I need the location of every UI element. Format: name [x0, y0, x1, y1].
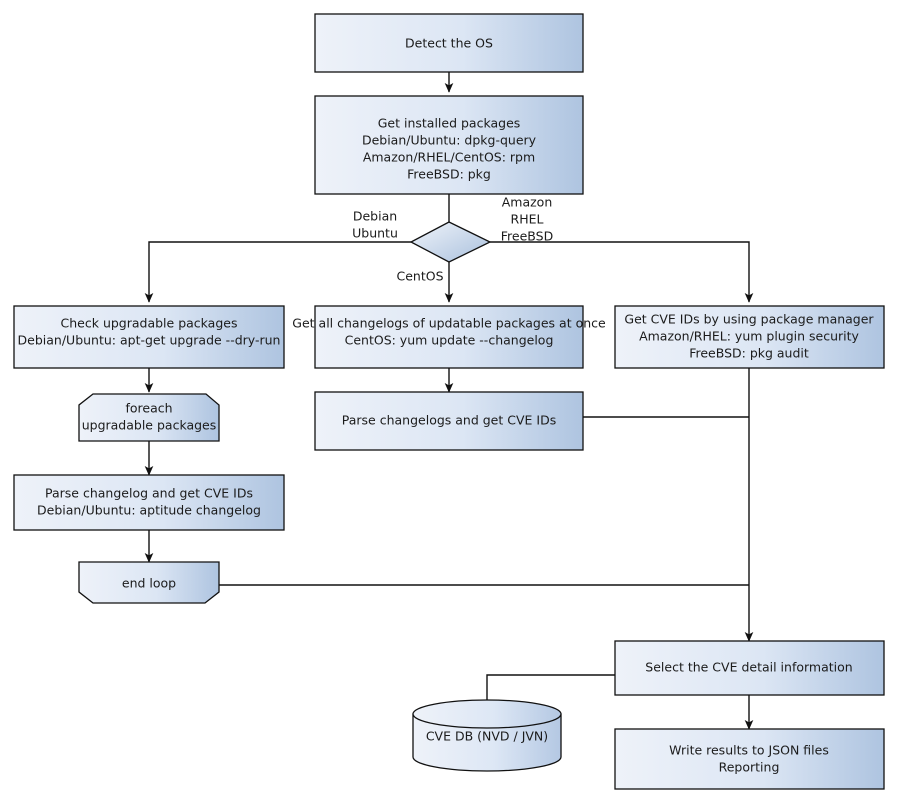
node-os-decision[interactable] [409, 221, 492, 263]
node-write-results-line2: Reporting [719, 760, 780, 775]
node-get-cve-ids-line3: FreeBSD: pkg audit [689, 346, 809, 361]
node-write-results[interactable]: Write results to JSON files Reporting [614, 728, 885, 790]
node-get-installed-packages[interactable]: Get installed packages Debian/Ubuntu: dp… [314, 95, 584, 195]
node-parse-changelog-debian-line1: Parse changelog and get CVE IDs [45, 486, 253, 501]
node-foreach-loop-start[interactable]: foreach upgradable packages [78, 393, 220, 442]
connector-decision-to-check-upgradable [144, 241, 411, 303]
edge-label-centos-text: CentOS [396, 269, 443, 284]
edge-label-debian-ubuntu: Debian Ubuntu [352, 209, 398, 241]
node-get-all-changelogs[interactable]: Get all changelogs of updatable packages… [292, 305, 606, 369]
node-foreach-line2: upgradable packages [82, 418, 217, 433]
node-cve-database-label: CVE DB (NVD / JVN) [426, 729, 548, 744]
node-get-cve-ids-line1: Get CVE IDs by using package manager [624, 312, 874, 327]
node-get-all-changelogs-line1: Get all changelogs of updatable packages… [292, 316, 606, 331]
edge-label-amazon-line2: RHEL [511, 212, 544, 227]
node-get-installed-packages-line3: Amazon/RHEL/CentOS: rpm [363, 150, 535, 165]
node-get-all-changelogs-line2: CentOS: yum update --changelog [345, 333, 554, 348]
edge-label-amazon-line1: Amazon [502, 195, 553, 210]
node-parse-changelogs-centos[interactable]: Parse changelogs and get CVE IDs [314, 391, 584, 451]
node-get-installed-packages-line2: Debian/Ubuntu: dpkg-query [362, 133, 537, 148]
node-get-cve-ids-package-manager[interactable]: Get CVE IDs by using package manager Ama… [614, 305, 885, 369]
node-get-installed-packages-line4: FreeBSD: pkg [407, 167, 491, 182]
node-end-loop-label: end loop [122, 576, 176, 591]
node-parse-changelogs-centos-label: Parse changelogs and get CVE IDs [342, 413, 556, 428]
edge-label-debian-line1: Debian [353, 209, 397, 224]
node-parse-changelog-debian[interactable]: Parse changelog and get CVE IDs Debian/U… [13, 474, 285, 531]
node-end-loop[interactable]: end loop [78, 561, 220, 604]
node-parse-changelog-debian-line2: Debian/Ubuntu: aptitude changelog [37, 503, 261, 518]
node-select-cve-detail[interactable]: Select the CVE detail information [614, 640, 885, 696]
connector-layer [144, 72, 754, 730]
node-get-installed-packages-line1: Get installed packages [378, 116, 521, 131]
edge-label-debian-line2: Ubuntu [352, 226, 398, 241]
edge-label-amazon-line3: FreeBSD [501, 229, 553, 244]
node-check-upgradable-line1: Check upgradable packages [61, 316, 238, 331]
node-write-results-line1: Write results to JSON files [669, 743, 829, 758]
node-select-cve-detail-label: Select the CVE detail information [645, 660, 852, 675]
node-check-upgradable[interactable]: Check upgradable packages Debian/Ubuntu:… [13, 305, 285, 369]
edge-label-centos: CentOS [396, 269, 443, 284]
node-foreach-line1: foreach [125, 401, 172, 416]
node-cve-database[interactable]: CVE DB (NVD / JVN) [412, 699, 562, 772]
edge-label-amazon-rhel-freebsd: Amazon RHEL FreeBSD [501, 195, 553, 244]
connector-decision-to-get-cve-ids [490, 241, 754, 303]
node-check-upgradable-line2: Debian/Ubuntu: apt-get upgrade --dry-run [18, 333, 281, 348]
node-get-cve-ids-line2: Amazon/RHEL: yum plugin security [639, 329, 859, 344]
node-detect-os[interactable]: Detect the OS [314, 13, 584, 73]
node-detect-os-label: Detect the OS [405, 36, 493, 51]
connector-select-cve-to-database [486, 674, 615, 707]
